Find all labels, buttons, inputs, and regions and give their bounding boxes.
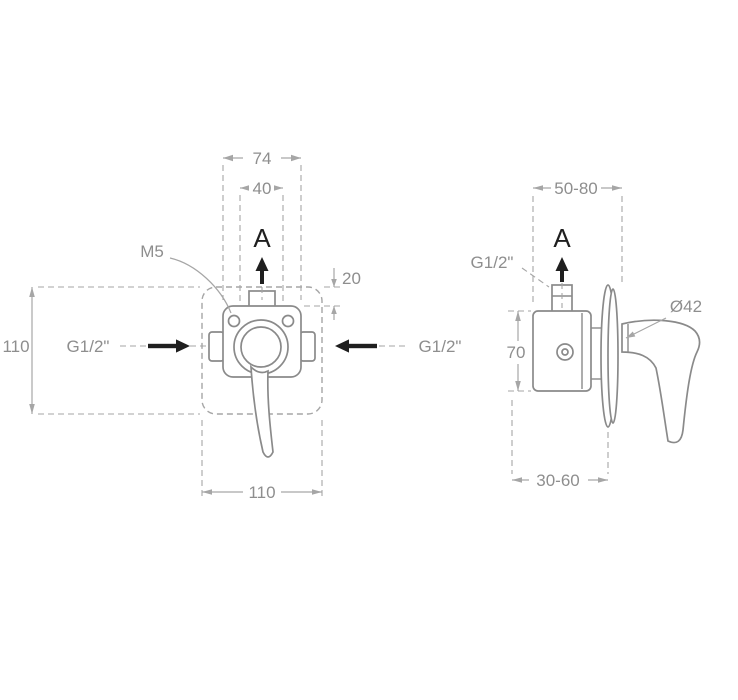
dim-20-label: 20: [342, 269, 361, 288]
dim-20: 20: [304, 268, 361, 320]
dia-42-label: Ø42: [670, 297, 702, 316]
inlet-right-callout: G1/2": [335, 337, 461, 356]
section-a-label-front: A: [253, 223, 271, 253]
inlet-left-callout: G1/2": [67, 337, 207, 356]
m5-label: M5: [140, 242, 164, 261]
arrowhead-icon: [515, 381, 521, 391]
inlet-flow-arrow-right-icon: [176, 339, 190, 353]
lever-handle-side: [621, 319, 701, 444]
inlet-flow-arrow-left-icon: [335, 339, 349, 353]
arrowhead-icon: [312, 489, 322, 495]
section-view-a-side: A: [553, 223, 571, 308]
arrowhead-icon: [331, 306, 337, 314]
outlet-top-callout: G1/2": [471, 253, 550, 288]
arrowhead-icon: [29, 404, 35, 414]
dim-50-80: 50-80: [532, 179, 623, 305]
dim-110-width: 110: [201, 420, 323, 502]
dia-42-callout: Ø42: [625, 297, 702, 339]
arrowhead-icon: [331, 279, 337, 287]
arrowhead-icon: [612, 185, 622, 191]
dim-30-60-label: 30-60: [536, 471, 579, 490]
section-a-label-side: A: [553, 223, 571, 253]
arrowhead-icon: [29, 287, 35, 297]
dim-110-height: 110: [2, 286, 200, 415]
section-view-arrow-shaft: [260, 271, 264, 284]
arrowhead-icon: [515, 311, 521, 321]
g12-inlet-left-label: G1/2": [67, 337, 110, 356]
section-view-arrow-icon: [255, 257, 269, 271]
dim-110-width-label: 110: [248, 483, 275, 502]
section-view-a-front: A: [253, 223, 271, 300]
arrowhead-icon: [202, 489, 212, 495]
dim-50-80-label: 50-80: [554, 179, 597, 198]
arrowhead-icon: [626, 331, 636, 338]
leader-line: [521, 267, 550, 288]
body-screw-center: [561, 348, 569, 356]
arrowhead-icon: [598, 477, 608, 483]
leader-line: [169, 257, 232, 314]
section-view-arrow-icon: [555, 257, 569, 271]
arrowhead-icon: [512, 477, 522, 483]
inlet-flow-arrow-shaft: [349, 343, 377, 349]
inlet-tab-right: [299, 331, 316, 362]
front-view: 74 40 A M5: [2, 149, 461, 502]
arrowhead-icon: [291, 154, 301, 162]
inlet-flow-arrow-shaft: [148, 343, 176, 349]
g12-outlet-label: G1/2": [471, 253, 514, 272]
section-view-arrow-shaft: [560, 271, 564, 282]
arrowhead-icon: [274, 185, 283, 191]
m5-callout: M5: [140, 242, 232, 314]
dim-74: 74: [222, 149, 302, 300]
escutcheon-plate-front: [607, 288, 619, 424]
dim-40: 40: [239, 179, 284, 302]
dim-70-label: 70: [507, 343, 526, 362]
arrowhead-icon: [240, 185, 249, 191]
lever-handle-front: [250, 364, 274, 458]
g12-inlet-right-label: G1/2": [419, 337, 462, 356]
dim-70: 70: [507, 310, 531, 392]
dim-40-label: 40: [253, 179, 272, 198]
arrowhead-icon: [223, 154, 233, 162]
side-view: 50-80 A G1/2" Ø42 70: [471, 179, 703, 490]
inlet-tab-left: [208, 331, 225, 362]
dim-74-label: 74: [253, 149, 272, 168]
arrowhead-icon: [533, 185, 543, 191]
screw-hole-left: [227, 314, 241, 328]
screw-hole-right: [281, 314, 295, 328]
dim-110-height-label: 110: [2, 337, 29, 356]
dim-30-60: 30-60: [511, 400, 609, 490]
cartridge-inner-circle: [240, 326, 282, 368]
